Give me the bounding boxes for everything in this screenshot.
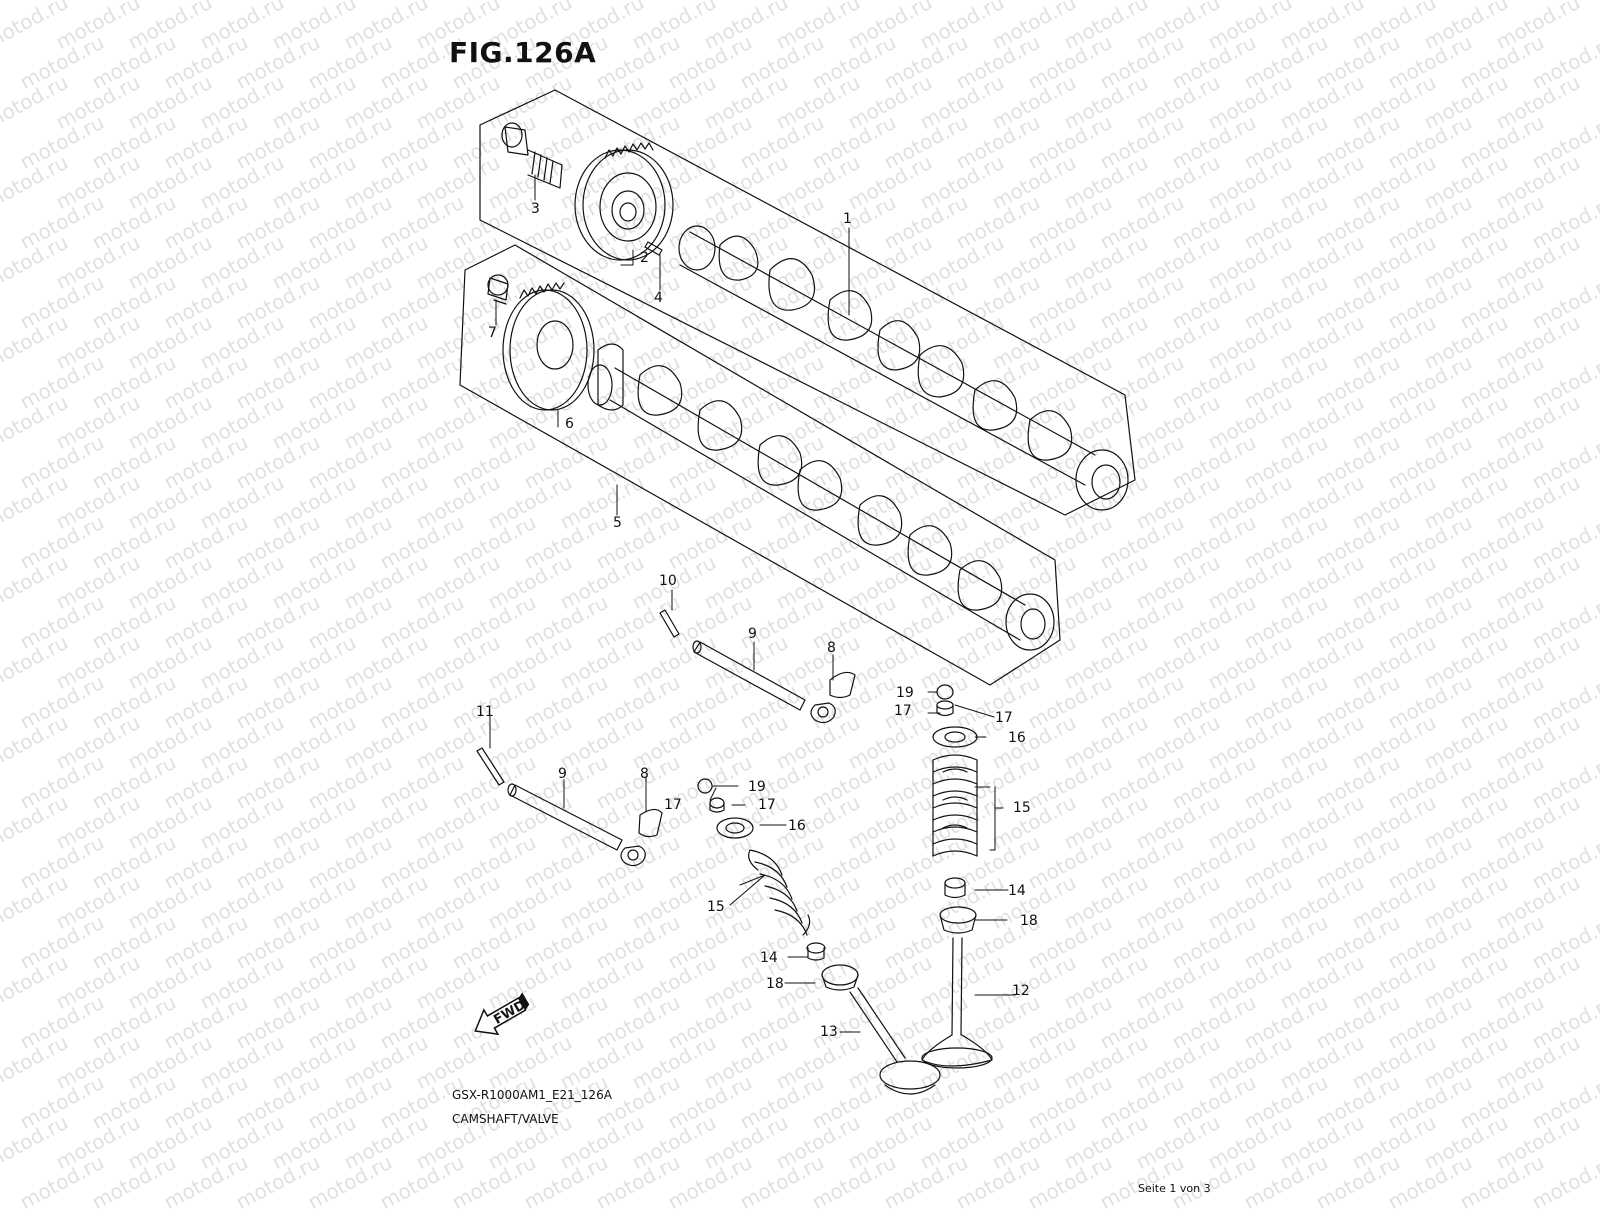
intake-camshaft	[678, 225, 1129, 511]
callout-7: 7	[488, 325, 497, 341]
rocker-pin-small	[659, 609, 680, 638]
rocker-arm-lower	[620, 808, 663, 867]
callout-1: 1	[843, 211, 852, 227]
callout-16-right: 16	[1008, 730, 1026, 746]
section-name: CAMSHAFT/VALVE	[452, 1112, 559, 1126]
callout-8-upper: 8	[827, 640, 836, 656]
callout-8-lower: 8	[640, 766, 649, 782]
callout-leaders	[489, 174, 1016, 1033]
callout-12: 12	[1012, 983, 1030, 999]
callout-4: 4	[654, 290, 663, 306]
callout-17-right-a: 17	[894, 703, 912, 719]
rocker-shaft-upper	[692, 640, 806, 711]
dowel-pin	[644, 241, 663, 256]
callout-13: 13	[820, 1024, 838, 1040]
callout-16-left: 16	[788, 818, 806, 834]
intake-cam-sprocket	[574, 142, 674, 261]
upper-camshaft-group-box	[479, 89, 1136, 516]
model-code: GSX-R1000AM1_E21_126A	[452, 1088, 612, 1102]
exhaust-camshaft	[587, 343, 1055, 651]
callout-17-right-b: 17	[995, 710, 1013, 726]
callout-14-right: 14	[1008, 883, 1026, 899]
callout-9-upper: 9	[748, 626, 757, 642]
rocker-shaft-lower	[507, 783, 623, 851]
callout-18-left: 18	[766, 976, 784, 992]
page-indicator: Seite 1 von 3	[1138, 1182, 1211, 1195]
callout-10: 10	[659, 573, 677, 589]
callout-5: 5	[613, 515, 622, 531]
callout-labels: 1 2 3 4 7 6 5 10 9 8 11 9 8 19 17 17 16 …	[476, 201, 1038, 1040]
callout-17-left-a: 17	[664, 797, 682, 813]
rocker-pin-small-lower	[476, 747, 505, 786]
callout-9-lower: 9	[558, 766, 567, 782]
valve-train-left	[697, 778, 941, 1095]
valve-train-right	[921, 684, 993, 1069]
callout-18-right: 18	[1020, 913, 1038, 929]
lower-camshaft-group-box	[459, 244, 1061, 686]
figure-title: FIG.126A	[449, 36, 597, 69]
exhaust-cam-sprocket	[502, 282, 595, 411]
fwd-arrow-icon: FWD	[474, 992, 530, 1036]
cam-sprocket-bolt	[501, 122, 563, 189]
callout-11: 11	[476, 704, 494, 720]
callout-17-left-b: 17	[758, 797, 776, 813]
callout-15-left: 15	[707, 899, 725, 915]
exhaust-sprocket-bolt	[487, 274, 509, 305]
callout-19-right: 19	[896, 685, 914, 701]
rocker-arm-upper	[810, 671, 856, 724]
callout-3: 3	[531, 201, 540, 217]
callout-6: 6	[565, 416, 574, 432]
callout-14-left: 14	[760, 950, 778, 966]
callout-2: 2	[640, 250, 649, 266]
callout-19-left: 19	[748, 779, 766, 795]
callout-15-right: 15	[1013, 800, 1031, 816]
